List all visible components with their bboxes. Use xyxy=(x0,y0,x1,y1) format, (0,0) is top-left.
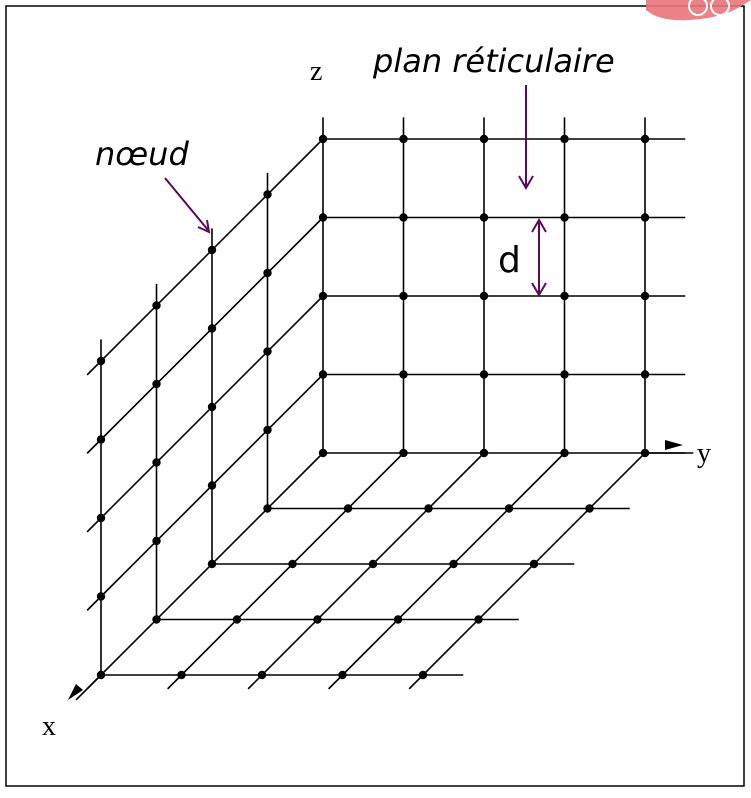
lattice-node xyxy=(560,213,569,222)
lattice-node xyxy=(177,670,186,680)
left-plane-x-line xyxy=(86,138,324,376)
lattice-node xyxy=(399,370,408,379)
lattice-node xyxy=(263,190,272,199)
lattice-node xyxy=(640,370,650,379)
lattice-node xyxy=(318,370,328,379)
lattice-lines xyxy=(75,117,694,701)
lattice-node xyxy=(640,213,650,222)
lattice-node xyxy=(263,504,272,513)
lattice-node xyxy=(449,559,458,569)
lattice-node xyxy=(318,448,328,458)
lattice-node xyxy=(152,615,161,624)
lattice-node xyxy=(393,615,403,624)
lattice-node xyxy=(207,402,217,412)
lattice-node xyxy=(529,559,539,569)
lattice-node xyxy=(152,458,161,467)
lattice-node xyxy=(479,134,489,144)
lattice-node xyxy=(207,245,217,255)
lattice-node xyxy=(338,670,347,680)
lattice-node xyxy=(263,425,272,435)
lattice-node xyxy=(96,513,106,523)
y-axis-arrow xyxy=(665,440,683,450)
lattice-node xyxy=(343,504,353,513)
lattice-node xyxy=(560,370,569,379)
lattice-node xyxy=(560,134,569,144)
lattice-node xyxy=(418,670,428,680)
lattice-node xyxy=(318,213,328,222)
z-axis-label: z xyxy=(310,56,322,87)
figure-border xyxy=(5,5,745,787)
lattice-node xyxy=(152,301,161,310)
lattice-node xyxy=(263,347,272,356)
floor-plane-x-line xyxy=(328,452,566,690)
plan-reticulaire-arrow xyxy=(518,85,534,190)
lattice-node xyxy=(313,615,322,624)
left-plane-x-line xyxy=(86,452,324,690)
floor-plane-x-line xyxy=(408,452,646,690)
lattice-node xyxy=(474,615,483,624)
floor-plane-x-line xyxy=(167,452,405,690)
plan-reticulaire-label: plan réticulaire xyxy=(372,42,615,80)
lattice-node xyxy=(424,504,433,513)
lattice-node xyxy=(399,134,408,144)
lattice-node xyxy=(560,291,569,301)
lattice-node xyxy=(232,615,242,624)
lattice-node xyxy=(318,134,328,144)
lattice-node xyxy=(640,134,650,144)
lattice-node xyxy=(399,448,408,458)
x-axis-line xyxy=(75,674,102,701)
noeud-arrow xyxy=(164,177,211,234)
left-plane-x-line xyxy=(86,295,324,533)
lattice-node xyxy=(479,370,489,379)
lattice-node xyxy=(207,324,217,333)
lattice-node xyxy=(257,670,267,680)
lattice-node xyxy=(640,448,650,458)
lattice-node xyxy=(368,559,378,569)
lattice-nodes xyxy=(96,134,650,680)
left-plane-x-line xyxy=(86,216,324,454)
x-axis-arrow xyxy=(68,684,83,700)
lattice-node xyxy=(96,435,106,444)
corner-logo xyxy=(646,0,751,21)
lattice-node xyxy=(152,536,161,546)
noeud-label: nœud xyxy=(95,135,189,173)
spacing-d-arrow xyxy=(531,218,547,297)
lattice-node xyxy=(479,448,489,458)
x-axis-label: x xyxy=(42,711,56,742)
lattice-node xyxy=(96,592,106,601)
lattice-node xyxy=(585,504,594,513)
lattice-node xyxy=(207,559,217,569)
lattice-node xyxy=(318,291,328,301)
floor-plane-x-line xyxy=(247,452,485,690)
lattice-node xyxy=(640,291,650,301)
left-plane-x-line xyxy=(86,373,324,611)
lattice-node xyxy=(479,291,489,301)
lattice-node xyxy=(504,504,514,513)
lattice-node xyxy=(96,670,106,680)
lattice-node xyxy=(479,213,489,222)
lattice-node xyxy=(152,379,161,389)
lattice-node xyxy=(96,356,106,366)
lattice-node xyxy=(399,291,408,301)
lattice-node xyxy=(263,268,272,278)
lattice-node xyxy=(288,559,297,569)
lattice-node xyxy=(560,448,569,458)
y-axis-label: y xyxy=(697,438,711,469)
spacing-d-label: d xyxy=(498,240,521,281)
lattice-node xyxy=(207,481,217,490)
lattice-node xyxy=(399,213,408,222)
